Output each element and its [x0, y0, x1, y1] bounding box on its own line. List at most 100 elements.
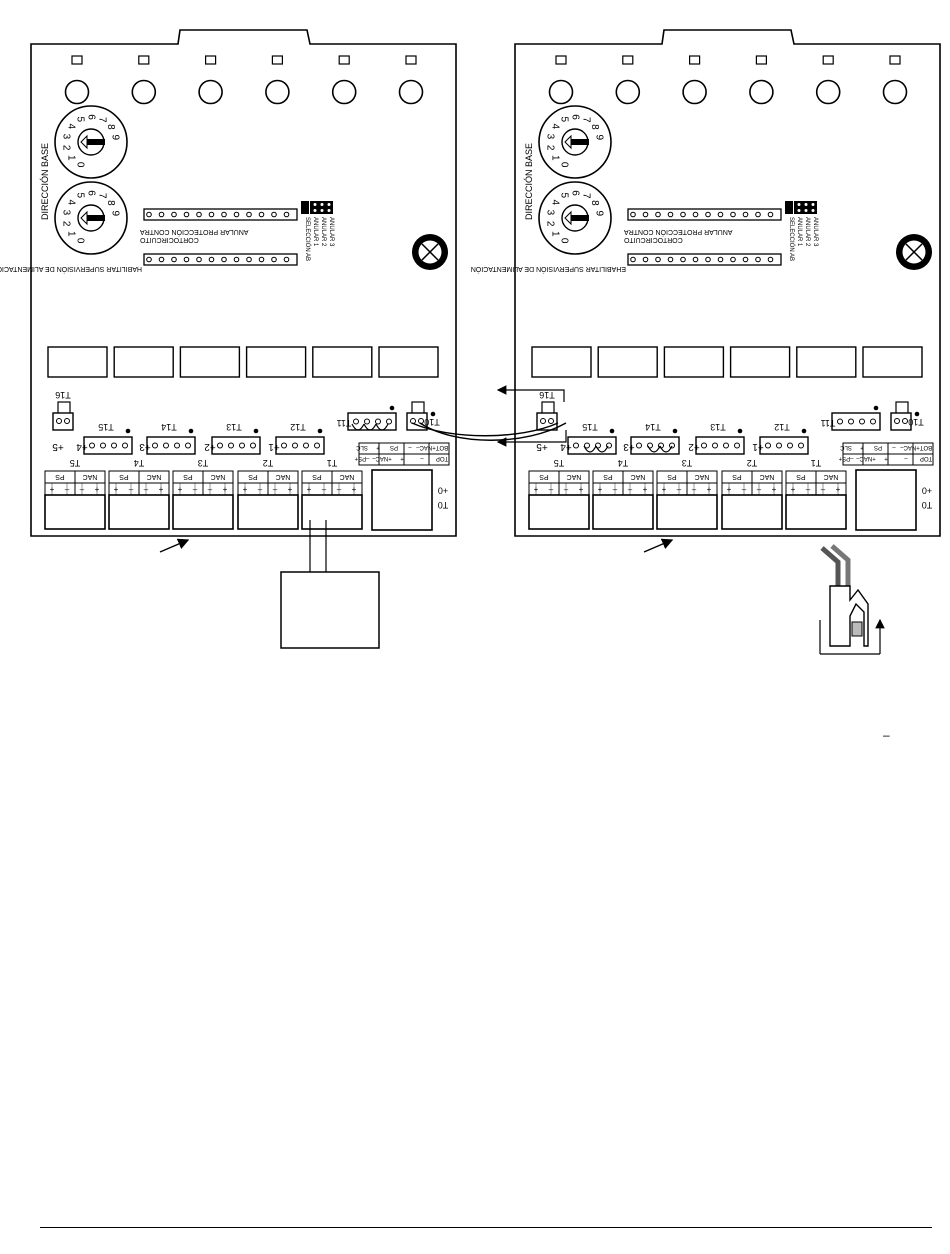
pin — [712, 442, 718, 449]
slc-table-cell: PS — [390, 444, 398, 450]
dial-digit: 1 — [550, 155, 561, 161]
polarity-dot — [125, 428, 131, 434]
t1-label: T1 — [327, 458, 338, 468]
pin — [765, 442, 771, 449]
pin — [217, 442, 223, 449]
jumper-pin — [717, 211, 724, 218]
tool-arrows — [819, 620, 880, 654]
slc-table-cell: BOT — [920, 444, 933, 450]
terminal-body — [44, 494, 106, 530]
dial-digit: 8 — [105, 200, 116, 206]
tool-cable-a — [820, 546, 841, 588]
led-square — [71, 55, 83, 65]
led-square — [889, 55, 901, 65]
jumper-pin — [742, 211, 749, 218]
polarity-label: + — [772, 485, 777, 494]
t15-connector — [83, 436, 133, 455]
relay-window — [862, 346, 923, 378]
led-square — [405, 55, 417, 65]
polarity-label: + — [159, 485, 164, 494]
dial-digit: 8 — [589, 124, 600, 130]
pin — [870, 418, 876, 425]
polarity-label: – — [144, 485, 149, 494]
polarity-dot — [914, 411, 920, 417]
zero-plus-label: 0+ — [438, 486, 448, 496]
indicator-circle — [815, 79, 841, 105]
polarity-label: + — [352, 485, 357, 494]
indicator-circle — [131, 79, 157, 105]
polarity-label: – — [806, 485, 811, 494]
pin — [163, 442, 169, 449]
slc-table-cell: PS — [874, 444, 882, 450]
led-square — [338, 55, 350, 65]
polarity-dot — [672, 428, 678, 434]
t15-label: T15 — [582, 422, 598, 432]
pin — [798, 442, 804, 449]
t0-block — [371, 469, 433, 531]
polarity-label: – — [65, 485, 70, 494]
polarity-label: – — [208, 485, 213, 494]
jumper-pin — [630, 256, 636, 263]
slc-table-cell: +NAC– — [372, 455, 392, 461]
polarity-label: – — [628, 485, 633, 494]
ring-selection-label: SELECCIÓN AB — [304, 217, 311, 261]
dial-digit: 0 — [74, 162, 85, 168]
board-outline — [30, 29, 457, 537]
plus-label: +3 — [139, 441, 151, 452]
jumper-pin — [692, 211, 699, 218]
pin — [540, 418, 546, 424]
jumper-pin — [655, 256, 661, 263]
dial-digit: 9 — [110, 210, 121, 216]
led-square — [822, 55, 834, 65]
slc-table-cell: +NAC– — [856, 455, 876, 461]
terminal-body — [785, 494, 847, 530]
jumper-pin — [705, 211, 711, 218]
pin — [100, 442, 106, 449]
t2-label: T2 — [747, 458, 758, 468]
polarity-dot — [389, 405, 395, 411]
nac-label: NAC — [567, 473, 582, 480]
polarity-label: + — [178, 485, 183, 494]
polarity-label: – — [821, 485, 826, 494]
pin — [228, 442, 234, 449]
dial-arrow — [564, 134, 572, 150]
polarity-label: – — [613, 485, 618, 494]
relay-window — [597, 346, 658, 378]
plus-label: +4 — [76, 441, 88, 452]
plus-label: +1 — [268, 441, 280, 452]
jumper-pin — [283, 256, 290, 263]
led-square — [271, 55, 283, 65]
polarity-label: + — [727, 485, 732, 494]
ring-selector-pin — [797, 203, 801, 206]
jumper-pin — [742, 256, 749, 263]
jumper-loop — [595, 445, 609, 453]
ring-selector-pin — [327, 209, 331, 212]
t16-label: T16 — [55, 390, 71, 400]
indicator-circle — [265, 79, 290, 105]
ring-selection-label: ANULAR 2 — [320, 217, 326, 247]
t13-connector — [695, 436, 745, 455]
dial-digit: 0 — [558, 162, 569, 168]
jumper-pin — [655, 211, 661, 218]
polarity-label: + — [243, 485, 248, 494]
relay-window — [378, 346, 439, 378]
ring-selector-pin — [320, 209, 324, 212]
pin — [701, 442, 707, 449]
jumper-pin — [767, 256, 774, 263]
jumper-loop — [583, 445, 597, 453]
screw-cross — [421, 243, 439, 261]
terminal-body — [108, 494, 170, 530]
polarity-label: + — [598, 485, 603, 494]
indicator-circle — [615, 79, 641, 105]
jumper-pin — [183, 256, 190, 263]
t12-label: T12 — [290, 422, 306, 432]
terminal-body — [528, 494, 590, 530]
polarity-label: – — [129, 485, 134, 494]
